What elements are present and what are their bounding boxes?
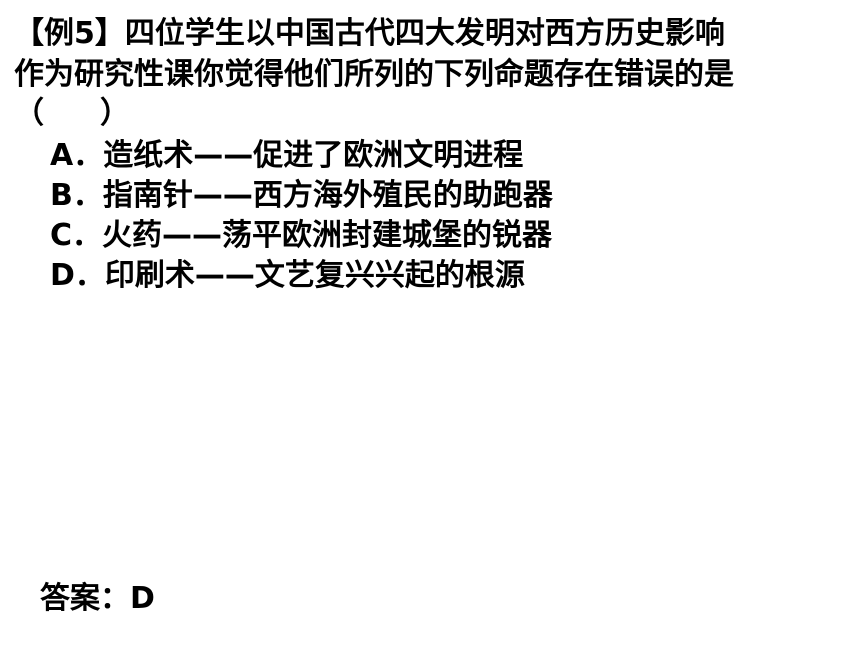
- paren-open: （: [14, 96, 44, 131]
- option-b: B．指南针——西方海外殖民的助跑器: [50, 178, 553, 213]
- question-line-2: 作为研究性课你觉得他们所列的下列命题存在错误的是: [14, 57, 734, 92]
- answer-text: 答案：D: [40, 581, 155, 616]
- option-c: C．火药——荡平欧洲封建城堡的锐器: [50, 218, 553, 253]
- question-line-1: 【例5】四位学生以中国古代四大发明对西方历史影响: [14, 16, 725, 51]
- option-a: A．造纸术——促进了欧洲文明进程: [50, 138, 524, 173]
- answer-blank-parentheses: （）: [14, 96, 130, 132]
- paren-close: ）: [100, 96, 130, 131]
- option-d: D．印刷术——文艺复兴兴起的根源: [50, 258, 525, 293]
